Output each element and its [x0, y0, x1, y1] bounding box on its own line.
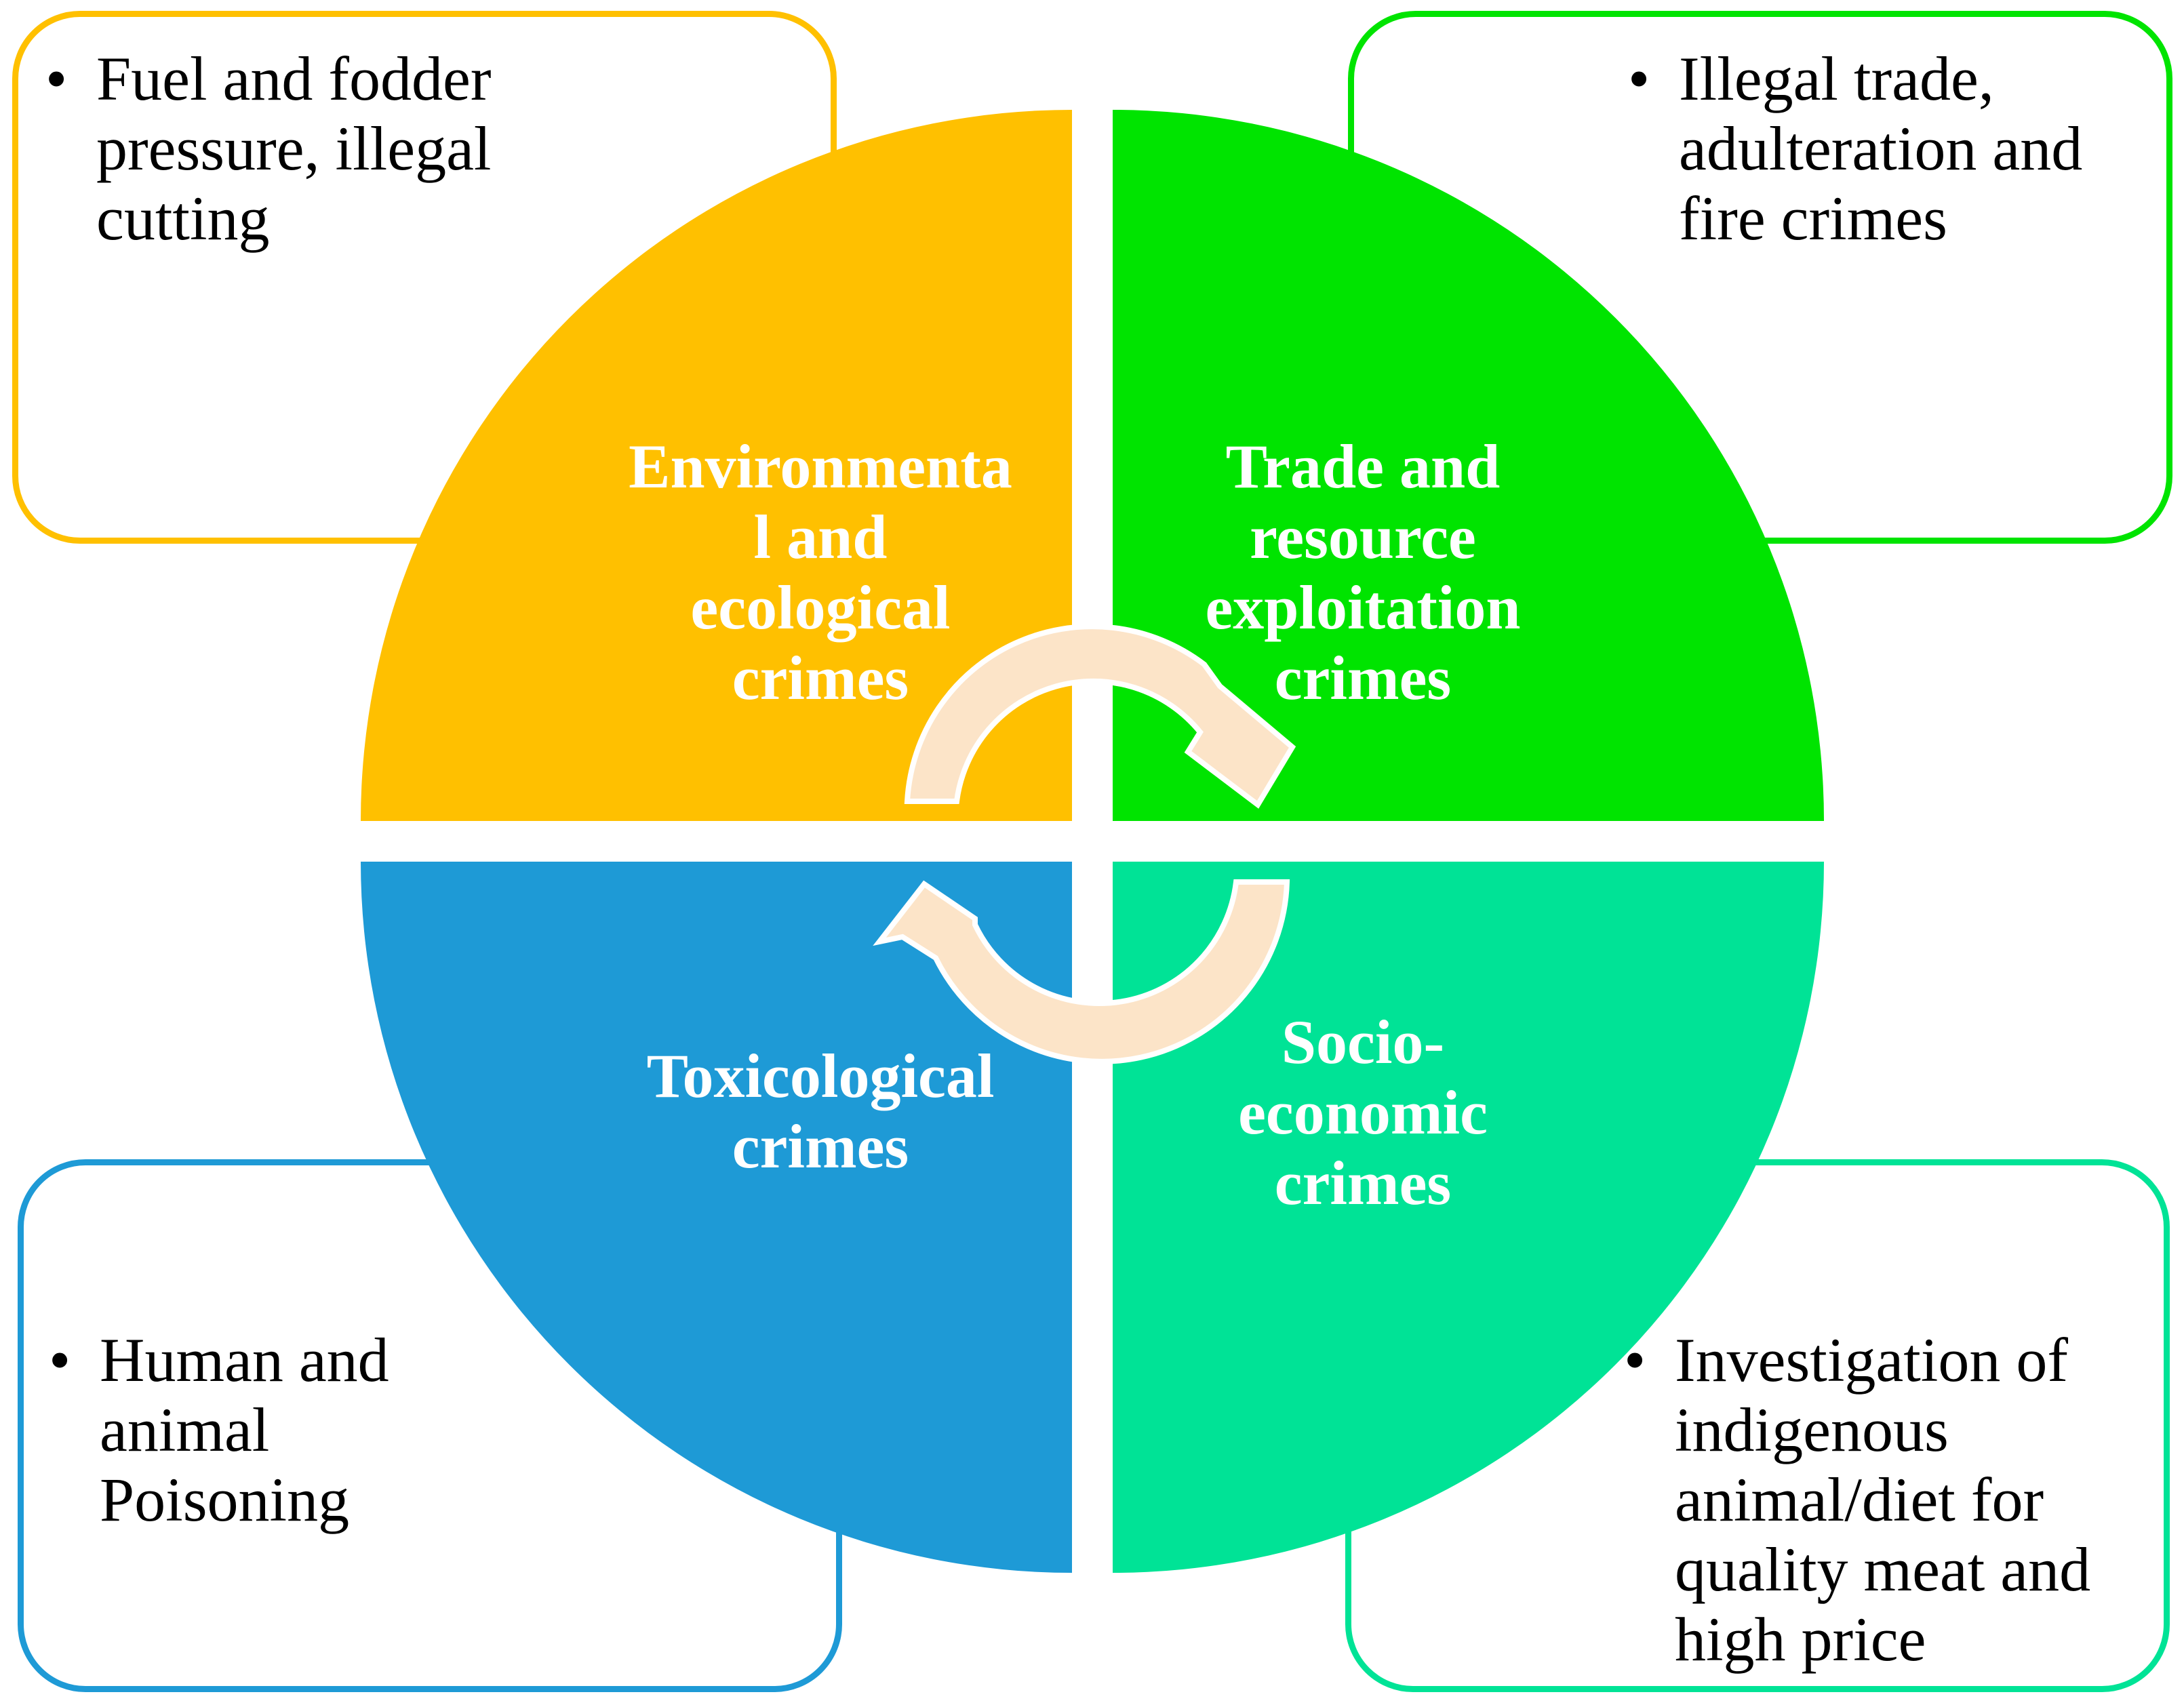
label-line: Toxicological — [646, 1041, 995, 1110]
quadrant-toxicological — [361, 862, 1072, 1573]
bullet-icon: • — [1624, 1325, 1646, 1395]
quadrant-socio-economic — [1113, 862, 1824, 1573]
note-line: pressure, illegal — [96, 114, 492, 183]
label-line: exploitation — [1205, 573, 1521, 642]
quadrant-label-toxicological: Toxicological crimes — [597, 1041, 1044, 1182]
label-line: Environmenta — [629, 432, 1012, 501]
note-line: animal — [100, 1395, 270, 1464]
bullet-icon: • — [1628, 44, 1650, 113]
quadrant-label-environmental: Environmenta l and ecological crimes — [597, 431, 1044, 713]
quadrant-label-socio-economic: Socio- economic crimes — [1139, 1007, 1587, 1218]
label-line: economic — [1238, 1078, 1488, 1147]
label-line: crimes — [1274, 643, 1452, 713]
label-line: ecological — [690, 573, 951, 642]
label-line: Socio- — [1281, 1007, 1445, 1077]
label-line: crimes — [732, 643, 909, 713]
note-line: quality meat and — [1675, 1535, 2091, 1604]
quadrant-label-trade: Trade and resource exploitation crimes — [1139, 431, 1587, 713]
note-socio-economic: • Investigation of indigenous animal/die… — [1624, 1325, 2091, 1674]
note-line: fire crimes — [1679, 184, 1947, 253]
note-toxicological: • Human and animal Poisoning — [49, 1325, 389, 1535]
bullet-icon: • — [45, 44, 68, 113]
label-line: l and — [753, 502, 888, 571]
bullet-icon: • — [49, 1325, 71, 1395]
note-line: Illegal trade, — [1679, 44, 1994, 113]
quadrant-trade — [1113, 110, 1824, 821]
cycle-arrow-bottom-icon — [873, 879, 1290, 1064]
note-line: adulteration and — [1679, 114, 2083, 183]
note-line: animal/diet for — [1675, 1465, 2044, 1534]
note-trade: • Illegal trade, adulteration and fire c… — [1628, 44, 2083, 254]
note-line: Fuel and fodder — [96, 44, 492, 113]
label-line: resource — [1250, 502, 1476, 571]
note-line: Poisoning — [100, 1465, 350, 1534]
note-line: cutting — [96, 184, 270, 253]
note-line: indigenous — [1675, 1395, 1949, 1464]
cycle-arrow-top-icon — [904, 624, 1296, 809]
note-line: Human and — [100, 1325, 389, 1395]
label-line: Trade and — [1225, 432, 1501, 501]
label-line: crimes — [1274, 1148, 1452, 1218]
note-environmental: • Fuel and fodder pressure, illegal cutt… — [45, 44, 492, 254]
quadrant-environmental — [361, 110, 1072, 821]
label-line: crimes — [732, 1112, 909, 1181]
note-line: high price — [1675, 1605, 1926, 1674]
note-line: Investigation of — [1675, 1325, 2068, 1395]
